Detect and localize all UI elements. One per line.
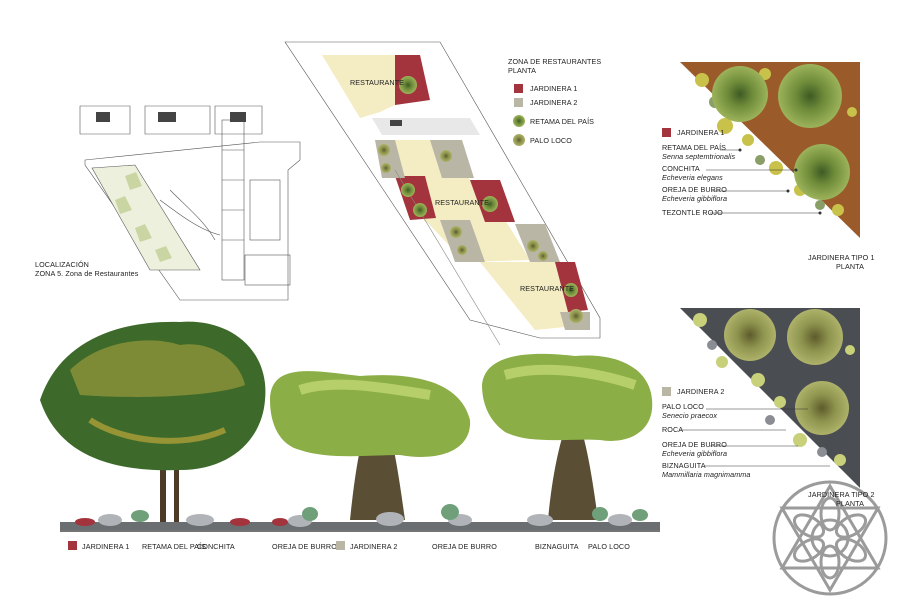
- planter-1-header: JARDINERA 1: [677, 128, 725, 137]
- planter-1-latin: Senna septemtrionalis: [662, 152, 736, 161]
- planter-1-item: CONCHITA: [662, 164, 700, 173]
- location-plan: [79, 105, 301, 301]
- section-swatch-jardinera-1: [68, 541, 77, 550]
- section-label: RETAMA DEL PAÍS: [142, 542, 207, 551]
- localization-subtitle: ZONA 5. Zona de Restaurantes: [35, 269, 139, 278]
- section-label: BIZNAGUITA: [535, 542, 579, 551]
- planter-2-item: ROCA: [662, 425, 684, 434]
- section-label: OREJA DE BURRO: [432, 542, 497, 551]
- planter-1-item: TEZONTLE ROJO: [662, 208, 723, 217]
- planter-2-item: OREJA DE BURRO: [662, 440, 727, 449]
- planter-2-latin: Senecio praecox: [662, 411, 718, 420]
- section-label: OREJA DE BURRO: [272, 542, 337, 551]
- planter-2-latin: Echeveria gibbiflora: [662, 449, 728, 458]
- planter-2-item: PALO LOCO: [662, 402, 704, 411]
- planter-2-latin: Mammillaria magnimamma: [662, 470, 751, 479]
- zone-plan-trees: [378, 76, 583, 323]
- legend-label: JARDINERA 1: [530, 84, 578, 93]
- restaurant-label: RESTAURANTE: [520, 284, 575, 293]
- seal-logo: [772, 480, 888, 596]
- planter-2-swatch: [662, 387, 671, 396]
- localization-title: LOCALIZACIÓN: [35, 260, 89, 269]
- zone-title: ZONA DE RESTAURANTES: [508, 57, 602, 66]
- legend-label: JARDINERA 2: [530, 98, 578, 107]
- planter-1-caption-title: JARDINERA TIPO 1: [808, 253, 875, 262]
- planter-type-1-plan: [680, 62, 860, 238]
- building-mark: [158, 112, 176, 122]
- section-label: CONCHITA: [197, 542, 235, 551]
- section-label: JARDINERA 1: [82, 542, 130, 551]
- legend-swatch-jardinera-1: [514, 84, 523, 93]
- retama-icon: [513, 115, 525, 127]
- planter-2-header: JARDINERA 2: [677, 387, 725, 396]
- building-mark: [230, 112, 246, 122]
- section-label: JARDINERA 2: [350, 542, 398, 551]
- legend-label: PALO LOCO: [530, 136, 572, 145]
- planter-2-caption-title: JARDINERA TIPO 2: [808, 490, 875, 499]
- zone-subtitle: PLANTA: [508, 66, 537, 75]
- planter-2-caption-sub: PLANTA: [836, 499, 865, 508]
- planter-1-latin: Echeveria elegans: [662, 173, 723, 182]
- section-elevation: [40, 321, 660, 532]
- planter-type-2-plan: [680, 308, 860, 488]
- legend-swatch-jardinera-2: [514, 98, 523, 107]
- planter-1-item: OREJA DE BURRO: [662, 185, 727, 194]
- planter-1-caption-sub: PLANTA: [836, 262, 865, 271]
- planter-1-latin: Echeveria gibbiflora: [662, 194, 728, 203]
- planter-1-item: RETAMA DEL PAÍS: [662, 143, 727, 152]
- section-swatch-jardinera-2: [336, 541, 345, 550]
- restaurant-label: RESTAURANTE: [435, 198, 490, 207]
- section-label: PALO LOCO: [588, 542, 630, 551]
- planter-2-item: BIZNAGUITA: [662, 461, 706, 470]
- building-mark: [96, 112, 110, 122]
- legend-label: RETAMA DEL PAÍS: [530, 117, 595, 126]
- restaurant-label: RESTAURANTE: [350, 78, 405, 87]
- palo-loco-icon: [513, 134, 525, 146]
- planter-1-swatch: [662, 128, 671, 137]
- planter-type-1-leaders: [706, 149, 820, 214]
- planter-type-2-leaders: [680, 408, 830, 467]
